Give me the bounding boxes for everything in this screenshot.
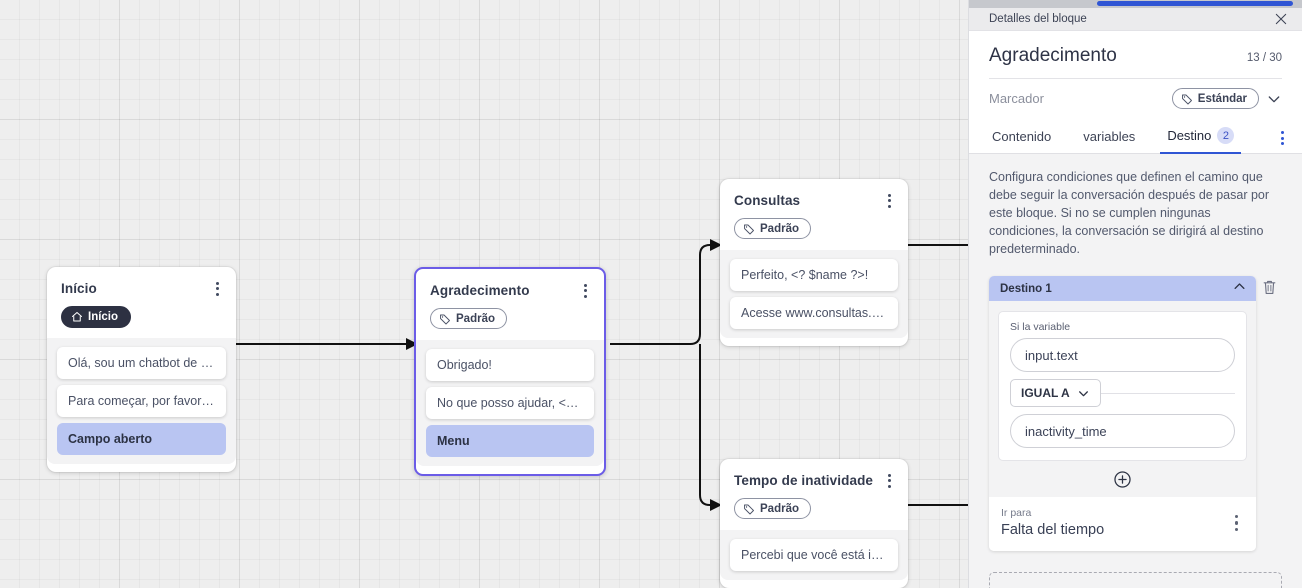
panel-header-title: Detalles del bloque xyxy=(989,13,1087,25)
node-header: Consultas Padrão xyxy=(720,179,908,246)
marker-label: Marcador xyxy=(989,91,1044,106)
tab-contenido[interactable]: Contenido xyxy=(989,129,1054,153)
node-body: Percebi que você está inativo. C... xyxy=(720,529,908,580)
node-badge-label: Padrão xyxy=(760,502,799,515)
goto-label: Ir para xyxy=(1001,507,1032,519)
panel-scrollbar-thumb[interactable] xyxy=(1097,1,1293,6)
add-condition-button[interactable] xyxy=(998,461,1247,497)
flow-node-tempo-de-inatividade[interactable]: Tempo de inatividade Padrão Percebi que … xyxy=(720,459,908,588)
panel-scrollbar[interactable] xyxy=(969,0,1302,8)
panel-tabs: Contenido variables Destino 2 xyxy=(969,120,1302,154)
node-menu-button[interactable] xyxy=(210,280,224,297)
destination-card-body: Si la variable IGUAL A xyxy=(989,301,1256,497)
page-title: Agradecimento xyxy=(989,45,1117,66)
node-body: Olá, sou um chatbot de teste! Para começ… xyxy=(47,338,236,464)
block-title-row: Agradecimento 13 / 30 xyxy=(969,31,1302,78)
node-header: Início Início xyxy=(47,267,236,334)
node-title: Início xyxy=(61,281,97,296)
node-message[interactable]: Para começar, por favor digite o ... xyxy=(57,385,226,417)
node-title: Tempo de inatividade xyxy=(734,473,874,488)
char-counter: 13 / 30 xyxy=(1246,52,1282,64)
destination-1-wrapper: Destino 1 Si la variable xyxy=(989,276,1282,551)
node-title: Agradecimento xyxy=(430,283,530,298)
node-message[interactable]: No que posso ajudar, <? $name ... xyxy=(426,386,594,419)
node-menu-button[interactable] xyxy=(578,282,592,299)
node-badge-padrao: Padrão xyxy=(430,308,507,329)
tag-icon xyxy=(1181,94,1192,104)
tab-label: Contenido xyxy=(992,129,1052,144)
flow-node-inicio[interactable]: Início Início Olá, sou um chatbot de tes… xyxy=(47,267,236,472)
node-body: Perfeito, <? $name ?>! Acesse www.consul… xyxy=(720,249,908,338)
node-message[interactable]: Perfeito, <? $name ?>! xyxy=(730,258,898,291)
node-message-list: Obrigado! No que posso ajudar, <? $name … xyxy=(416,348,604,457)
chevron-up-icon[interactable] xyxy=(1232,279,1247,299)
goto-menu-button[interactable] xyxy=(1229,514,1245,532)
node-badge-padrao: Padrão xyxy=(734,498,811,519)
operator-select[interactable]: IGUAL A xyxy=(1010,379,1101,407)
destination-card-header[interactable]: Destino 1 xyxy=(989,276,1256,301)
node-message[interactable]: Percebi que você está inativo. C... xyxy=(730,538,898,571)
close-icon[interactable] xyxy=(1272,10,1290,28)
chevron-down-icon[interactable] xyxy=(1266,91,1282,107)
node-message-list: Olá, sou um chatbot de teste! Para começ… xyxy=(47,347,236,455)
trash-icon xyxy=(1263,280,1275,294)
variable-input[interactable] xyxy=(1010,338,1235,372)
marker-row: Marcador Estándar xyxy=(989,78,1282,120)
tab-label: variables xyxy=(1083,129,1136,144)
tab-destino[interactable]: Destino 2 xyxy=(1160,127,1242,154)
node-message-list: Percebi que você está inativo. C... xyxy=(720,538,908,571)
chevron-down-icon xyxy=(1078,390,1088,396)
condition-card: Si la variable IGUAL A xyxy=(998,311,1247,461)
condition-label: Si la variable xyxy=(1010,321,1071,333)
block-details-panel: Detalles del bloque Agradecimento 13 / 3… xyxy=(968,0,1302,588)
node-message-highlight[interactable]: Menu xyxy=(426,424,594,457)
delete-destination-button[interactable] xyxy=(1256,276,1282,296)
goto-row[interactable]: Ir para Falta del tiempo xyxy=(989,497,1256,551)
plus-circle-icon xyxy=(1114,470,1131,488)
tab-label: Destino xyxy=(1167,128,1212,143)
node-message-highlight[interactable]: Campo aberto xyxy=(57,423,226,455)
goto-texts: Ir para Falta del tiempo xyxy=(1001,506,1229,540)
destination-tab-content: Configura condiciones que definen el cam… xyxy=(969,154,1302,588)
node-header: Tempo de inatividade Padrão xyxy=(720,459,908,526)
node-message[interactable]: Obrigado! xyxy=(426,348,594,381)
node-title: Consultas xyxy=(734,193,801,208)
flow-canvas[interactable]: Início Início Olá, sou um chatbot de tes… xyxy=(0,0,968,588)
operator-row: IGUAL A xyxy=(1010,379,1235,407)
panel-header: Detalles del bloque xyxy=(969,8,1302,31)
node-body: Obrigado! No que posso ajudar, <? $name … xyxy=(416,339,604,466)
tag-icon xyxy=(744,224,754,234)
node-badge-padrao: Padrão xyxy=(734,218,811,239)
destination-description: Configura condiciones que definen el cam… xyxy=(989,170,1270,256)
marker-value-label: Estándar xyxy=(1197,92,1247,105)
node-badge-inicio: Início xyxy=(61,306,132,328)
destination-card: Destino 1 Si la variable xyxy=(989,276,1256,551)
add-destination-button[interactable]: Agregar destino xyxy=(989,572,1282,588)
goto-value: Falta del tiempo xyxy=(1001,522,1105,538)
tag-icon xyxy=(744,504,754,514)
panel-scroll-area: Agradecimento 13 / 30 Marcador Estándar xyxy=(969,31,1302,588)
node-menu-button[interactable] xyxy=(882,472,896,489)
tag-icon xyxy=(440,314,450,324)
tab-variables[interactable]: variables xyxy=(1080,129,1138,153)
node-header: Agradecimento Padrão xyxy=(416,269,604,336)
status-badge: 2 xyxy=(1217,127,1235,144)
node-badge-label: Padrão xyxy=(456,312,495,325)
operator-label: IGUAL A xyxy=(1021,386,1070,400)
tabs-more-button[interactable] xyxy=(1277,131,1288,145)
marker-value-badge[interactable]: Estándar xyxy=(1171,88,1259,109)
compare-value-input[interactable] xyxy=(1010,414,1235,448)
home-icon xyxy=(72,312,82,322)
destination-card-title: Destino 1 xyxy=(1000,282,1052,295)
flow-node-consultas[interactable]: Consultas Padrão Perfeito, <? $name ?>! … xyxy=(720,179,908,346)
node-badge-label: Início xyxy=(88,311,119,323)
node-message-list: Perfeito, <? $name ?>! Acesse www.consul… xyxy=(720,258,908,329)
node-badge-label: Padrão xyxy=(760,222,799,235)
node-message[interactable]: Olá, sou um chatbot de teste! xyxy=(57,347,226,379)
flow-node-agradecimento[interactable]: Agradecimento Padrão Obrigado! No que po… xyxy=(414,267,606,476)
node-menu-button[interactable] xyxy=(882,192,896,209)
node-message[interactable]: Acesse www.consultas.com par... xyxy=(730,296,898,329)
